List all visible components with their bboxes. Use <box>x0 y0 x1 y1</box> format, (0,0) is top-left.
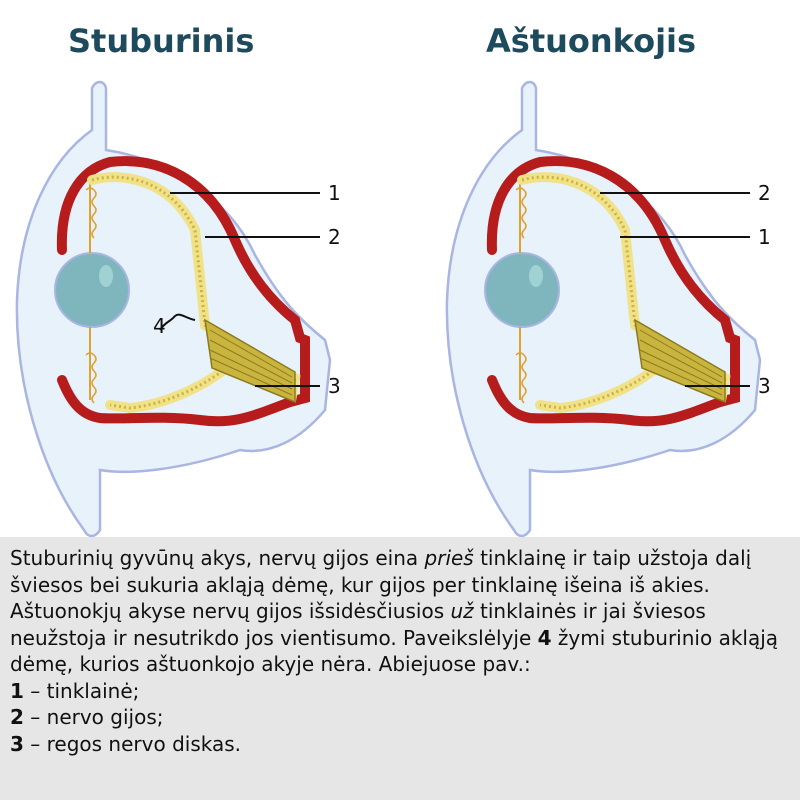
title-octopus: Aštuonkojis <box>486 22 697 60</box>
caption-text: Stuburinių gyvūnų akys, nervų gijos eina… <box>10 545 792 757</box>
eye-vertebrate: 1 2 3 4 <box>17 82 341 536</box>
legend-item-1: 1 – tinklainė; <box>10 678 140 703</box>
title-vertebrate: Stuburinis <box>68 22 255 60</box>
label-2: 2 <box>328 225 341 249</box>
label-2-right: 2 <box>758 181 771 205</box>
legend-item-2: 2 – nervo gijos; <box>10 705 164 729</box>
label-3: 3 <box>328 374 341 398</box>
label-4: 4 <box>153 314 166 338</box>
blind-spot-bracket <box>159 313 196 331</box>
caption-paragraph: Stuburinių gyvūnų akys, nervų gijos eina… <box>10 546 779 676</box>
label-1-right: 1 <box>758 225 771 249</box>
caption-panel: Stuburinių gyvūnų akys, nervų gijos eina… <box>0 537 800 800</box>
eye-octopus: 2 1 3 <box>447 82 771 536</box>
label-1: 1 <box>328 181 341 205</box>
legend-item-3: 3 – regos nervo diskas. <box>10 731 242 756</box>
label-3-right: 3 <box>758 374 771 398</box>
eye-diagrams: 1 2 3 4 2 1 3 <box>0 0 771 537</box>
